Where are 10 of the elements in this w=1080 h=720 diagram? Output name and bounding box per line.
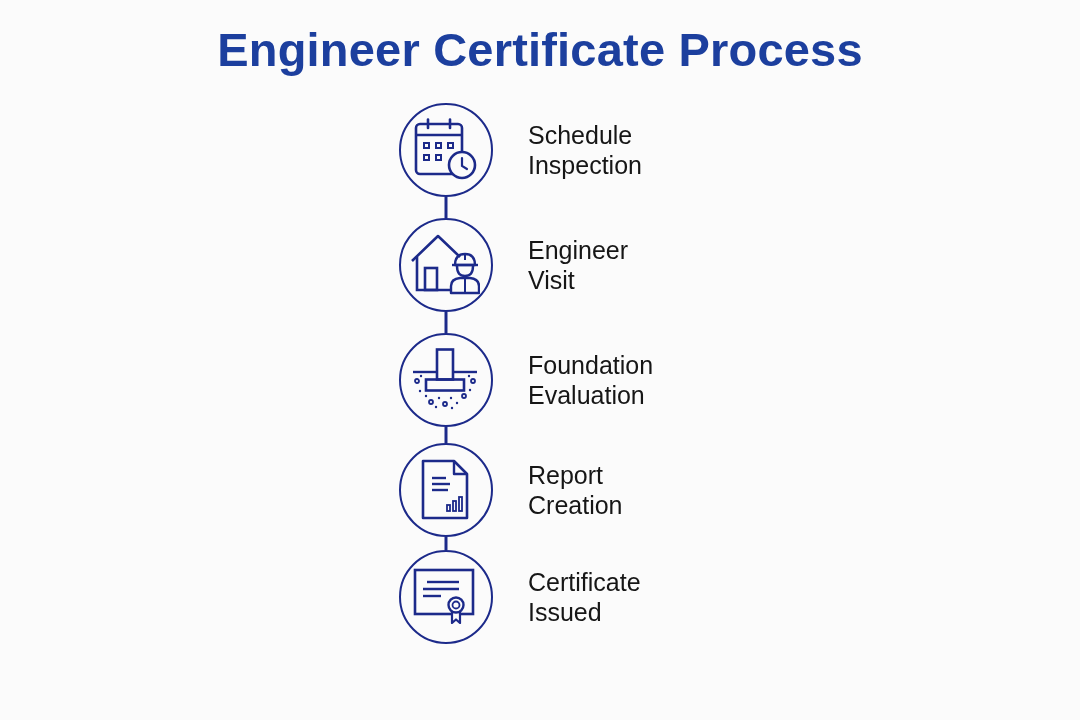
- connector-line: [444, 312, 448, 333]
- connector-line: [444, 197, 448, 218]
- step-label: Foundation Evaluation: [528, 350, 654, 410]
- step-label: Engineer Visit: [528, 235, 629, 295]
- diagram-title: Engineer Certificate Process: [217, 23, 863, 76]
- step-label: Certificate Issued: [528, 567, 641, 627]
- connector-line: [444, 427, 448, 443]
- connector-line: [444, 537, 448, 550]
- step-label: Report Creation: [528, 460, 623, 520]
- step-label: Schedule Inspection: [528, 120, 642, 180]
